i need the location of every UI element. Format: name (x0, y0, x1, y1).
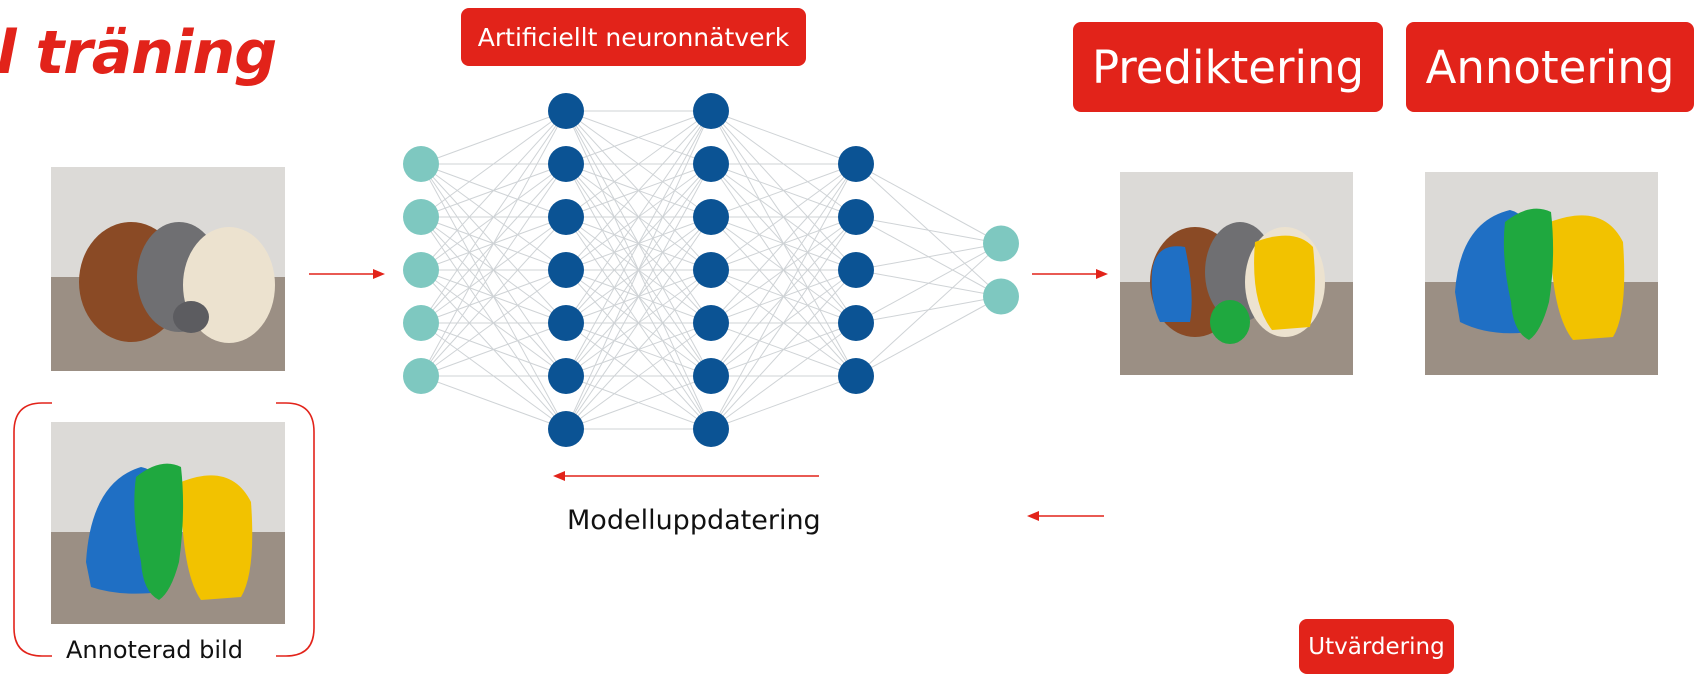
network-edge (420, 110, 567, 165)
annotation-tag: Annotering (1406, 22, 1694, 112)
network-edge (565, 163, 712, 430)
prediction-image (1120, 172, 1353, 375)
network-edge (710, 269, 857, 430)
page-title: l träning (0, 18, 277, 88)
arrow-evaluation-back (1027, 511, 1104, 521)
ann-tag: Artificiellt neuronnätverk (461, 8, 806, 66)
hidden-node (838, 146, 874, 182)
input-node (403, 252, 439, 288)
network-edge (565, 216, 712, 430)
network-edge (710, 216, 857, 430)
hidden-node (693, 93, 729, 129)
annotation-image (1425, 172, 1658, 375)
annotated-image-label: Annoterad bild (66, 636, 243, 664)
prediction-tag: Prediktering (1073, 22, 1383, 112)
hidden-node (838, 358, 874, 394)
network-edge (710, 163, 857, 324)
network-edge (710, 322, 857, 430)
network-edge (565, 110, 712, 218)
input-node (403, 199, 439, 235)
network-edge (710, 163, 857, 377)
arrow-network-to-prediction (1032, 269, 1108, 279)
model-update-label: Modelluppdatering (567, 505, 821, 536)
hidden-node (548, 93, 584, 129)
neural-network-diagram (403, 93, 1019, 447)
hidden-node (548, 146, 584, 182)
network-edge (855, 243, 1002, 271)
network-edge (420, 110, 567, 271)
arrow-model-update (553, 471, 819, 481)
input-node (403, 358, 439, 394)
hidden-node (838, 199, 874, 235)
network-edge (710, 163, 857, 218)
annotated-image (51, 422, 285, 624)
network-edge (710, 163, 857, 430)
network-edge (565, 375, 712, 430)
network-edge (855, 243, 1002, 377)
network-edge (420, 216, 567, 377)
hidden-node (548, 252, 584, 288)
network-edge (565, 110, 712, 430)
hidden-node (693, 305, 729, 341)
hidden-node (693, 252, 729, 288)
input-node (403, 305, 439, 341)
input-node (403, 146, 439, 182)
output-node (983, 225, 1019, 262)
network-edge (710, 110, 857, 165)
evaluation-tag: Utvärdering (1299, 619, 1454, 674)
network-edge (420, 322, 567, 377)
network-edge (855, 216, 1002, 244)
network-edge (420, 163, 567, 377)
hidden-node (548, 411, 584, 447)
network-edge (565, 269, 712, 430)
input-image (51, 167, 285, 371)
network-edge (420, 110, 567, 218)
network-edge (565, 110, 712, 271)
hidden-node (693, 199, 729, 235)
network-edge (855, 163, 1002, 244)
network-edge (420, 110, 567, 324)
hidden-node (548, 358, 584, 394)
hidden-node (548, 199, 584, 235)
network-edge (710, 375, 857, 430)
hidden-node (838, 252, 874, 288)
annotated-image-bracket (13, 402, 315, 657)
hidden-node (693, 358, 729, 394)
hidden-node (548, 305, 584, 341)
network-edge (420, 110, 567, 377)
network-edge (855, 243, 1002, 324)
arrow-input-to-network (309, 269, 385, 279)
hidden-node (693, 146, 729, 182)
network-edge (565, 110, 712, 377)
output-node (983, 278, 1019, 315)
hidden-node (693, 411, 729, 447)
network-edge (565, 110, 712, 165)
hidden-node (838, 305, 874, 341)
network-edge (565, 322, 712, 430)
network-edge (855, 296, 1002, 377)
network-edge (420, 269, 567, 377)
network-edge (420, 375, 567, 430)
network-edge (710, 163, 857, 271)
network-edge (565, 110, 712, 324)
